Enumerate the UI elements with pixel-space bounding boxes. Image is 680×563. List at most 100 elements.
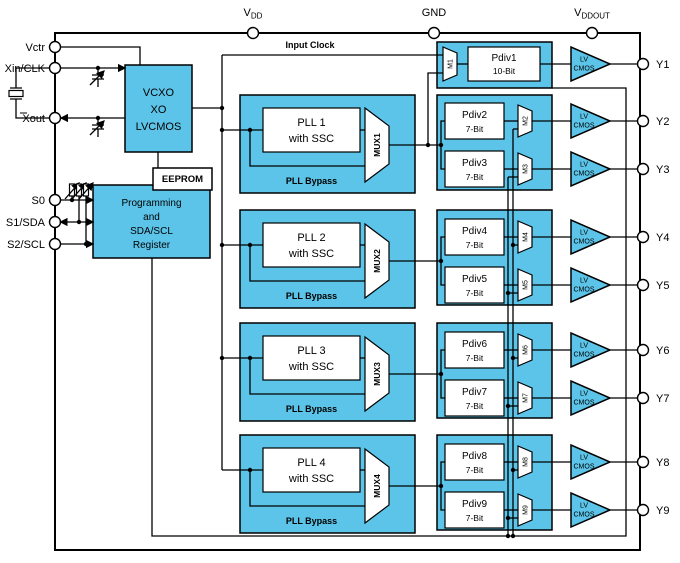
mux4-label: MUX4 [372,474,382,498]
pdiv8-name: Pdiv8 [462,451,487,462]
clock-distribution-net [192,54,443,471]
m6-mux-shape [517,333,533,367]
svg-text:CMOS: CMOS [574,287,595,294]
resistor-icon [68,183,76,197]
gnd-pin-label: GND [422,7,447,19]
pll-1-wires [249,72,443,167]
crystal-circuit [8,67,50,119]
vdd-pin-label: VDD [244,7,263,21]
programming-label-3: SDA/SCL [130,226,173,237]
y8-pin-terminal [636,455,650,469]
pll-4-bypass-label: PLL Bypass [286,516,337,526]
mux2-label: MUX2 [372,249,382,273]
pll-3-name: PLL 3 [297,345,325,357]
resistor-icon [75,183,83,197]
pll-1-block: PLL 1 with SSC PLL Bypass MUX1 [249,72,443,186]
gnd-pin-terminal [427,26,441,40]
m7-mux-shape [517,381,533,415]
svg-text:CMOS: CMOS [574,239,595,246]
divider-row-1: M1 Pdiv1 10-Bit [442,46,571,82]
y9-pin-terminal [636,503,650,517]
pll-4-block: PLL 4 with SSC PLL Bypass MUX4 [249,447,441,526]
pll-4-wires [249,469,441,507]
y4-pin-label: Y4 [656,232,669,244]
pdiv7-box [444,379,505,417]
pdiv2-name: Pdiv2 [462,110,487,121]
resistor-icon [82,183,90,197]
pll-1-bypass-label: PLL Bypass [286,176,337,186]
m9-mux-label: M9 [523,505,530,515]
m6-mux-label: M6 [523,345,530,355]
pll-3-ssc: with SSC [288,361,334,373]
y2-pin-label: Y2 [656,116,669,128]
y2-pin-terminal [636,114,650,128]
scl-pin-terminal [48,237,62,251]
y7-pin-terminal [636,391,650,405]
lvcmos-buffer-2 [570,102,612,140]
pll-1-core [262,107,361,153]
m8-mux-shape [517,445,533,479]
pll-2-bypass-label: PLL Bypass [286,291,337,301]
programming-label-4: Register [133,240,171,251]
vdd-pin-terminal [246,26,260,40]
pll-2-name: PLL 2 [297,232,325,244]
mux1-shape [364,106,390,184]
divider-group-5-rows: Pdiv8 7-Bit M8 Pdiv9 7-Bit M9 [440,443,571,529]
left-pins: Vctr Xin/CLK Xout S0 S1/SDA S2/SCL [5,40,62,251]
pdiv8-bits: 7-Bit [466,465,484,475]
pll-2-wires [249,244,441,282]
pdiv3-name: Pdiv3 [462,158,487,169]
pdiv1-name: Pdiv1 [491,53,516,64]
mux1-label: MUX1 [372,133,382,157]
pdiv1-bits: 10-Bit [493,66,516,76]
junction-dots [69,65,516,539]
y7-pin-label: Y7 [656,393,669,405]
svg-text:LV: LV [580,162,588,169]
mux3-label: MUX3 [372,362,382,386]
input-clock-label: Input Clock [286,40,336,50]
m3-mux-shape [517,152,533,186]
vctr-pin-label: Vctr [25,42,45,54]
lvcmos-buffer-3 [570,150,612,188]
vcxo-label-2: XO [151,104,167,116]
lvcmos-buffer-1 [570,45,612,83]
s0-pin-label: S0 [32,195,45,207]
sda-pin-terminal [48,215,62,229]
lvcmos-buffer-7 [570,379,612,417]
svg-text:CMOS: CMOS [574,352,595,359]
divider-group-3-rows: Pdiv4 7-Bit M4 Pdiv5 7-Bit M5 [440,218,571,304]
pdiv9-bits: 7-Bit [466,513,484,523]
m4-mux-shape [517,220,533,254]
pdiv5-name: Pdiv5 [462,274,487,285]
m7-mux-label: M7 [523,393,530,403]
lvcmos-buffer-4 [570,218,612,256]
vddout-pin-terminal [585,26,599,40]
eeprom-box [152,167,213,191]
svg-text:CMOS: CMOS [574,66,595,73]
pdiv4-bits: 7-Bit [466,240,484,250]
divider-group-2-rows: Pdiv2 7-Bit M2 Pdiv3 7-Bit M3 [440,102,571,188]
pdiv7-name: Pdiv7 [462,387,487,398]
svg-text:CMOS: CMOS [574,400,595,407]
y6-pin-label: Y6 [656,345,669,357]
mux4-shape [364,447,390,525]
y9-pin-label: Y9 [656,505,669,517]
y5-pin-terminal [636,278,650,292]
pll-3-core [262,335,361,381]
pll-2-block: PLL 2 with SSC PLL Bypass MUX2 [249,222,441,301]
svg-text:LV: LV [580,57,588,64]
m1-mux-label: M1 [448,59,455,69]
y4-pin-terminal [636,230,650,244]
pdiv6-name: Pdiv6 [462,339,487,350]
pll-1-ssc: with SSC [288,133,334,145]
svg-text:LV: LV [580,391,588,398]
svg-text:LV: LV [580,114,588,121]
m3-mux-label: M3 [523,164,530,174]
pdiv9-box [444,491,505,529]
m5-mux-label: M5 [523,280,530,290]
svg-text:LV: LV [580,278,588,285]
vcxo-label-1: VCXO [143,87,175,99]
vddout-pin-label: VDDOUT [574,7,610,21]
pll-4-ssc: with SSC [288,473,334,485]
